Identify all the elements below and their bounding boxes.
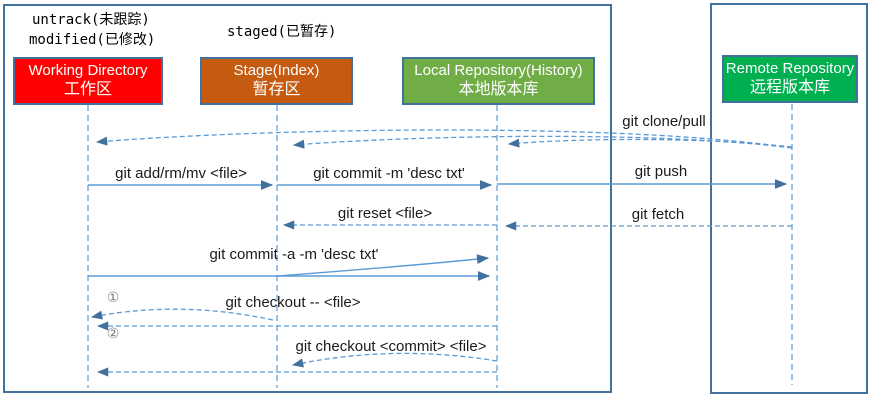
edge-label-git-checkout-file: git checkout -- <file> — [225, 294, 361, 311]
step-marker-2: ② — [106, 325, 120, 341]
legend-modified: modified(已修改) — [29, 32, 156, 48]
remote-area-frame — [710, 3, 868, 394]
legend-staged: staged(已暂存) — [227, 24, 337, 40]
legend-untracked: untrack(未跟踪) — [32, 12, 150, 28]
node-working-directory-label-en: Working Directory — [28, 61, 148, 79]
node-working-directory-label-zh: 工作区 — [63, 81, 112, 99]
edge-label-git-commit-a: git commit -a -m 'desc txt' — [209, 246, 379, 263]
node-local-repository-label-zh: 本地版本库 — [458, 81, 539, 99]
node-stage-index: Stage(Index) 暂存区 — [200, 57, 353, 105]
edge-label-git-clone-pull: git clone/pull — [622, 113, 706, 130]
node-remote-repository-label-zh: 远程版本库 — [749, 79, 830, 97]
node-local-repository: Local Repository(History) 本地版本库 — [402, 57, 595, 105]
local-area-frame — [3, 4, 612, 393]
node-remote-repository: Remote Repository 远程版本库 — [722, 55, 858, 103]
node-local-repository-label-en: Local Repository(History) — [414, 61, 583, 79]
node-stage-index-label-zh: 暂存区 — [252, 81, 301, 99]
edge-label-git-push: git push — [634, 163, 688, 180]
edge-label-git-commit-m: git commit -m 'desc txt' — [313, 165, 465, 182]
edge-label-git-add: git add/rm/mv <file> — [115, 165, 247, 182]
step-marker-1: ① — [106, 289, 120, 305]
edge-label-git-checkout-commit: git checkout <commit> <file> — [295, 338, 487, 355]
edge-label-git-reset: git reset <file> — [337, 205, 433, 222]
edge-label-git-fetch: git fetch — [631, 206, 685, 223]
node-working-directory: Working Directory 工作区 — [13, 57, 163, 105]
node-stage-index-label-en: Stage(Index) — [233, 61, 320, 79]
node-remote-repository-label-en: Remote Repository — [725, 59, 855, 77]
